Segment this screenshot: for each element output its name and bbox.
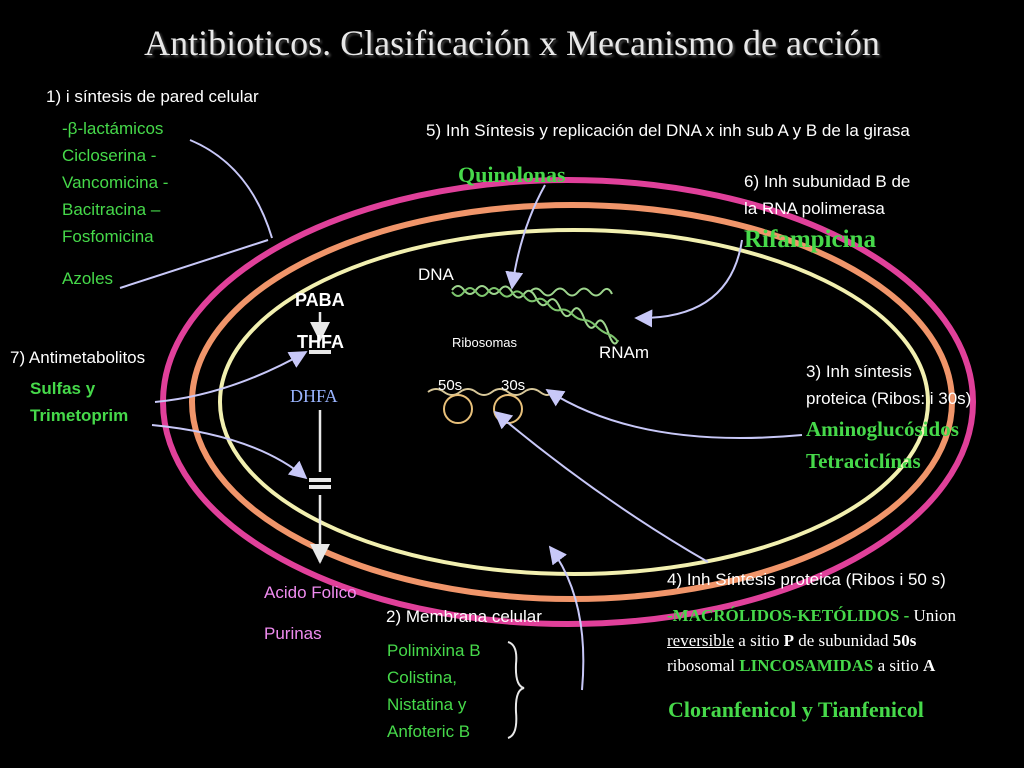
section1-item: Bacitracina – [62,200,161,219]
acido-folico-label: Acido Folico [264,583,357,602]
section6-heading-2: la RNA polimerasa [744,199,885,218]
site-a: A [922,656,936,675]
site-p: P [783,631,795,650]
section3-heading-2: proteica (Ribos: i 30s) [806,389,972,408]
section6-heading-1: 6) Inh subunidad B de [744,172,911,191]
pointer-membrana [548,545,585,691]
section6-drug: Rifampicina [744,226,876,253]
pointer-rifampicina [634,239,743,328]
section4-drug: Cloranfenicol y Tianfenicol [668,697,924,722]
ribosomas-label: Ribosomas [452,335,518,350]
pointer-cellwall [189,139,273,239]
section5-heading: 5) Inh Síntesis y replicación del DNA x … [426,121,910,140]
reversible-text: reversible [667,631,735,650]
middle-membrane-ring [189,202,955,602]
subunit-50s: 50s [892,631,917,650]
rnam-label: RNAm [599,343,650,362]
dna-strand [451,285,619,345]
lincosamidas-text: LINCOSAMIDAS [739,656,874,675]
ribosome-50s [443,394,473,424]
section1-item: Fosfomicina [62,227,154,246]
membrana-bracket [507,641,525,739]
text-fragment: a sitio [873,656,923,675]
section1-azoles: Azoles [62,269,114,288]
paba-label: PABA [295,290,345,310]
section1-item: -β-lactámicos [62,119,164,138]
text-fragment: ribosomal [667,656,740,675]
pointer-aminoglucosidos [545,389,803,439]
section3-drug-1: Aminoglucósidos [806,417,959,441]
section5-drug: Quinolonas [458,162,566,187]
section4-heading: 4) Inh Síntesis proteica (Ribos i 50 s) [667,570,946,589]
pointer-sulfas-thfa [154,351,308,403]
pointer-macrolidos [493,410,709,563]
pointer-azoles [119,239,269,289]
section4-line3: ribosomal LINCOSAMIDAS a sitio A [667,656,935,676]
purinas-label: Purinas [264,624,322,643]
ribosome-30s-label: 30s [501,377,526,394]
section7-drug-2: Trimetoprim [30,406,129,425]
ribosome-30s [493,394,523,424]
section7-heading: 7) Antimetabolitos [10,348,146,367]
ribosome-50s-label: 50s [438,377,463,394]
rna-strand [529,287,613,297]
thfa-label: THFA [297,332,344,352]
section2-item: Nistatina y [387,695,467,714]
section2-heading: 2) Membrana celular [386,607,542,626]
section3-heading-1: 3) Inh síntesis [806,362,912,381]
section2-item: Polimixina B [387,641,481,660]
pointer-quinolonas [505,184,546,290]
dna-strand-2 [451,287,619,343]
inner-membrane-ring [218,228,930,576]
section4-line2: reversible a sitio P de subunidad 50s [667,631,916,651]
text-fragment: a sitio [734,631,784,650]
section2-item: Anfoteric B [387,722,471,741]
mrna-line [427,388,553,396]
section7-drug-1: Sulfas y [30,379,96,398]
section3-drug-2: Tetraciclínas [806,449,921,473]
dna-label: DNA [418,265,454,284]
section4-line1: -MACRÓLIDOS-KETÓLIDOS - Union [667,606,956,626]
section1-heading: 1) i síntesis de pared celular [46,87,259,106]
macrolidos-text: -MACRÓLIDOS-KETÓLIDOS - [667,606,910,625]
section1-item: Vancomicina - [62,173,169,192]
union-text: Union [909,606,957,625]
pointer-trimetoprim-dhfa [151,424,308,480]
section1-item: Cicloserina - [62,146,157,165]
section2-item: Colistina, [387,668,457,687]
text-fragment: de subunidad [794,631,893,650]
page-title: Antibioticos. Clasificación x Mecanismo … [144,23,880,63]
dhfa-label: DHFA [290,386,338,406]
